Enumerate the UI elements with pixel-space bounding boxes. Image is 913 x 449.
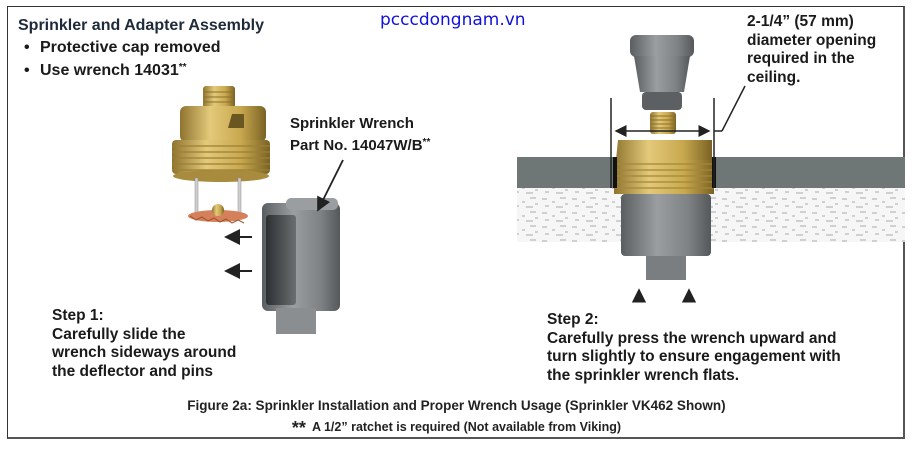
- bullet-use-wrench: Use wrench 14031**: [24, 58, 221, 81]
- bullet-cap-removed: Protective cap removed: [24, 38, 221, 58]
- figure-caption: Figure 2a: Sprinkler Installation and Pr…: [187, 398, 726, 413]
- adapter-cap-icon: [630, 35, 694, 110]
- sprinkler-wrench-icon: [262, 198, 340, 334]
- dimension-label: 2-1/4” (57 mm) diameter opening required…: [747, 13, 877, 86]
- sprinkler-installed-icon: [613, 140, 716, 280]
- assembly-bullets: Protective cap removed Use wrench 14031*…: [24, 38, 221, 81]
- step2-text: Step 2: Carefully press the wrench upwar…: [547, 311, 841, 384]
- wrench-label: Sprinkler Wrench Part No. 14047W/B**: [290, 115, 431, 154]
- assembly-title: Sprinkler and Adapter Assembly: [18, 17, 264, 34]
- dimension-indicator: [610, 85, 746, 188]
- watermark: pcccdongnam.vn: [380, 10, 526, 30]
- sprinkler-assembly-icon: [172, 86, 270, 224]
- step1-text: Step 1: Carefully slide the wrench sidew…: [52, 307, 237, 380]
- footnote: **A 1/2” ratchet is required (Not availa…: [291, 418, 622, 438]
- pointer-arrow-icon: [317, 159, 344, 212]
